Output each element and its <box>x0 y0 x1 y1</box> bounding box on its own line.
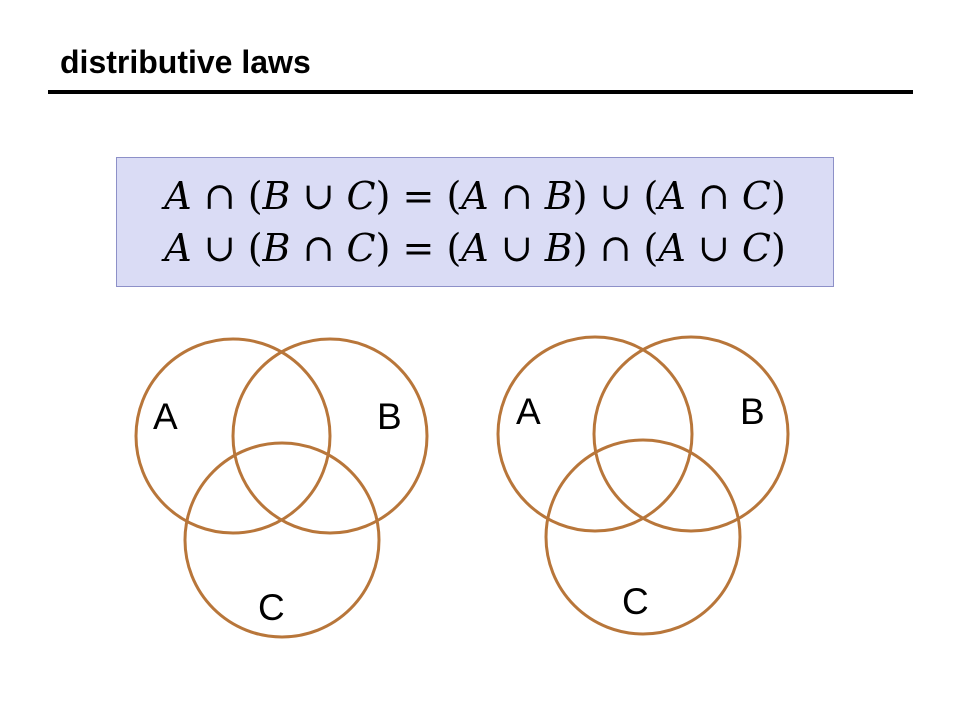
formula-symbol: A <box>461 174 489 218</box>
formula-paren: ) <box>572 226 588 270</box>
venn-label-c: C <box>622 581 649 622</box>
formula-equals: = <box>402 226 435 270</box>
formula-operator: ∩ <box>203 174 236 218</box>
formula-paren: ) <box>770 226 786 270</box>
formula-operator: ∩ <box>500 174 533 218</box>
formula-operator: ∪ <box>599 174 632 218</box>
formula-paren: ( <box>643 226 659 270</box>
venn-circle-b <box>231 337 429 535</box>
slide-title: distributive laws <box>60 44 311 80</box>
formula-operator: ∩ <box>697 174 730 218</box>
formula-equals: = <box>402 174 435 218</box>
venn-label-a: A <box>516 391 541 432</box>
formula-symbol: A <box>658 174 686 218</box>
formula-operator: ∪ <box>302 174 335 218</box>
formula-paren: ) <box>770 174 786 218</box>
formula-paren: ) <box>375 226 391 270</box>
formula-operator: ∩ <box>302 226 335 270</box>
formula-symbol: A <box>658 226 686 270</box>
formula-symbol: C <box>741 174 771 218</box>
formula-operator: ∪ <box>203 226 236 270</box>
formula-symbol: B <box>544 174 573 218</box>
formula-line-2: A ∪ (B ∩ C) = (A ∪ B) ∩ (A ∪ C) <box>164 222 786 274</box>
formula-line-1: A ∩ (B ∪ C) = (A ∩ B) ∪ (A ∩ C) <box>164 170 786 222</box>
venn-circle-c <box>544 438 742 636</box>
venn-label-a: A <box>153 396 178 437</box>
formula-box: A ∩ (B ∪ C) = (A ∩ B) ∪ (A ∩ C) A ∪ (B ∩… <box>116 157 834 287</box>
formula-symbol: C <box>346 174 376 218</box>
venn-diagram-right: A B C <box>496 335 790 636</box>
venn-label-c: C <box>258 587 285 628</box>
formula-operator: ∪ <box>500 226 533 270</box>
formula-symbol: B <box>544 226 573 270</box>
formula-paren: ( <box>446 226 462 270</box>
formula-paren: ) <box>375 174 391 218</box>
formula-paren: ( <box>247 226 263 270</box>
formula-paren: ( <box>247 174 263 218</box>
formula-symbol: B <box>262 174 291 218</box>
formula-symbol: A <box>164 174 192 218</box>
formula-paren: ( <box>446 174 462 218</box>
venn-circle-a <box>496 335 694 533</box>
venn-label-b: B <box>377 396 402 437</box>
formula-paren: ( <box>643 174 659 218</box>
title-underline <box>48 90 913 94</box>
venn-diagram-left: A B C <box>134 337 429 639</box>
formula-symbol: C <box>346 226 376 270</box>
venn-circle-b <box>592 335 790 533</box>
formula-symbol: A <box>461 226 489 270</box>
formula-symbol: C <box>741 226 771 270</box>
venn-circle-a <box>134 337 332 535</box>
venn-label-b: B <box>740 391 765 432</box>
formula-operator: ∩ <box>599 226 632 270</box>
formula-symbol: A <box>164 226 192 270</box>
formula-operator: ∪ <box>697 226 730 270</box>
formula-symbol: B <box>262 226 291 270</box>
venn-circle-c <box>183 441 381 639</box>
formula-paren: ) <box>572 174 588 218</box>
